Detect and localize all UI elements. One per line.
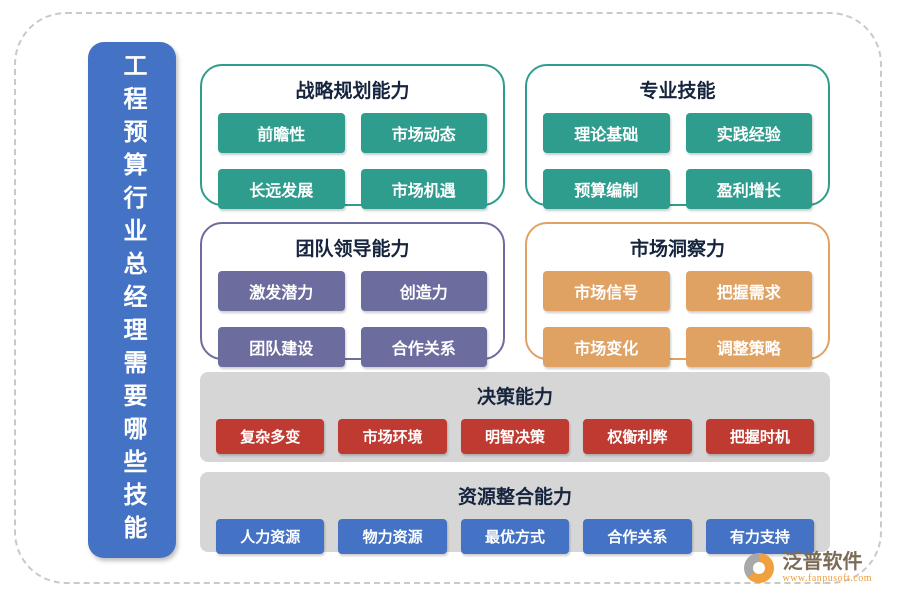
skill-chip-team-building: 团队建设 — [218, 327, 345, 367]
skill-chip-long-term: 长远发展 — [218, 169, 345, 209]
skill-chip-cooperation-2: 合作关系 — [583, 519, 692, 554]
skill-chip-optimal-way: 最优方式 — [460, 519, 570, 554]
dashed-frame — [14, 12, 882, 584]
skill-chip-inspire-potential: 激发潜力 — [218, 271, 345, 311]
skill-chip-market-signals: 市场信号 — [543, 271, 670, 311]
panel-resource-integration: 资源整合能力 人力资源 物力资源 最优方式 合作关系 有力支持 — [200, 472, 830, 554]
skill-chip-experience: 实践经验 — [685, 113, 812, 153]
panel-items: 市场信号 把握需求 市场变化 调整策略 — [539, 271, 816, 367]
panel-decision-ability: 决策能力 复杂多变 市场环境 明智决策 权衡利弊 把握时机 — [200, 372, 830, 462]
panel-title-strategic-planning: 战略规划能力 — [295, 81, 410, 102]
skill-chip-weigh-pros-cons: 权衡利弊 — [583, 419, 692, 454]
panel-title-team-leadership: 团队领导能力 — [295, 239, 410, 260]
panel-market-insight: 市场洞察力 市场信号 把握需求 市场变化 调整策略 — [525, 222, 830, 367]
panel-items: 前瞻性 市场动态 长远发展 市场机遇 — [214, 113, 491, 209]
skill-chip-profit-growth: 盈利增长 — [685, 169, 812, 209]
brand-footer: 泛普软件 www.fanpusoft.com — [744, 552, 872, 584]
skill-chip-wise-decision: 明智决策 — [460, 419, 570, 454]
skill-chip-foresight: 前瞻性 — [218, 113, 345, 153]
skill-chip-theory: 理论基础 — [543, 113, 670, 153]
panel-strategic-planning: 战略规划能力 前瞻性 市场动态 长远发展 市场机遇 — [200, 64, 505, 209]
skill-chip-human-resources: 人力资源 — [216, 519, 325, 554]
skill-chip-creativity: 创造力 — [360, 271, 487, 311]
skill-chip-grasp-demand: 把握需求 — [685, 271, 812, 311]
panel-title-resource-integration: 资源整合能力 — [457, 487, 572, 508]
panel-title-market-insight: 市场洞察力 — [629, 239, 725, 260]
skill-chip-market-change: 市场变化 — [543, 327, 670, 367]
main-title-banner: 工程预算行业总经理需要哪些技能 — [88, 42, 176, 558]
panel-items: 人力资源 物力资源 最优方式 合作关系 有力支持 — [212, 519, 818, 554]
panel-title-decision-ability: 决策能力 — [476, 387, 553, 408]
panel-items: 复杂多变 市场环境 明智决策 权衡利弊 把握时机 — [212, 419, 818, 454]
skill-chip-budgeting: 预算编制 — [543, 169, 670, 209]
panel-title-professional-skills: 专业技能 — [639, 81, 716, 102]
skill-chip-adjust-strategy: 调整策略 — [685, 327, 812, 367]
panel-professional-skills: 专业技能 理论基础 实践经验 预算编制 盈利增长 — [525, 64, 830, 209]
main-title: 工程预算行业总经理需要哪些技能 — [119, 52, 145, 548]
brand-name: 泛普软件 — [782, 551, 863, 573]
skill-chip-market-environment: 市场环境 — [338, 419, 447, 454]
fanpu-logo-icon — [744, 553, 775, 583]
panel-team-leadership: 团队领导能力 激发潜力 创造力 团队建设 合作关系 — [200, 222, 505, 367]
skill-chip-strong-support: 有力支持 — [705, 519, 815, 554]
panel-items: 激发潜力 创造力 团队建设 合作关系 — [214, 271, 491, 367]
skill-chip-market-trends: 市场动态 — [360, 113, 487, 153]
skill-chip-complex-changing: 复杂多变 — [216, 419, 325, 454]
skill-chip-market-opportunity: 市场机遇 — [360, 169, 487, 209]
skill-chip-seize-timing: 把握时机 — [705, 419, 815, 454]
panel-items: 理论基础 实践经验 预算编制 盈利增长 — [539, 113, 816, 209]
skill-chip-cooperation: 合作关系 — [360, 327, 487, 367]
brand-url: www.fanpusoft.com — [782, 573, 872, 584]
brand-text-block: 泛普软件 www.fanpusoft.com — [782, 551, 872, 585]
skill-chip-material-resources: 物力资源 — [338, 519, 447, 554]
